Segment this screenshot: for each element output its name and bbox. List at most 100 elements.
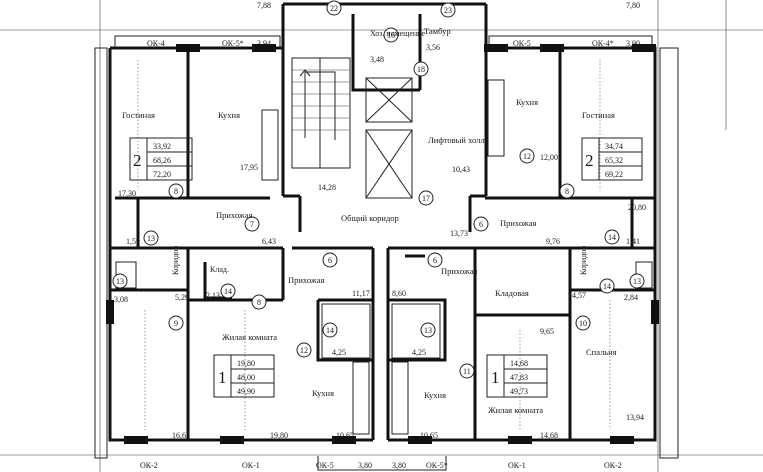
room-prihozh-bottom-left: Прихожая <box>288 275 325 285</box>
apt-tl-rooms: 2 <box>133 151 142 170</box>
area-6-43: 6,43 <box>262 237 276 246</box>
room-gostinaya-left: Гостиная <box>122 110 155 120</box>
apt-br-rooms: 1 <box>491 368 500 387</box>
area-11-17: 11,17 <box>352 289 370 298</box>
area-20-80: 20,80 <box>628 203 646 212</box>
area-3-08: 3,08 <box>114 295 128 304</box>
balconies <box>114 35 653 471</box>
axis-mark-23: 23 <box>444 6 452 15</box>
apartment-bl: 1 19,80 48,00 49,90 <box>218 359 255 396</box>
label-ok5-top-right: ОК-5 <box>513 39 531 48</box>
apartment-br: 1 14,68 47,83 49,73 <box>491 359 528 396</box>
apt-tl-area-b: 68,26 <box>153 156 171 165</box>
room-zhil-right: Жилая комната <box>488 405 543 415</box>
interior-walls <box>110 14 655 440</box>
room-names: Гостиная Кухня Прихожая Коридор Клад. Пр… <box>122 26 617 415</box>
apartment-tr: 2 34,74 65,32 69,22 <box>585 142 623 179</box>
room-tambur: Тамбур <box>424 26 451 36</box>
label-ok2-bottom-right: ОК-2 <box>604 461 622 470</box>
area-10-43: 10,43 <box>452 165 470 174</box>
area-17-95: 17,95 <box>240 163 258 172</box>
apt-br-area-c: 49,73 <box>510 387 528 396</box>
balcony-area-tr-top: 7,80 <box>626 1 640 10</box>
marker-12-left: 12 <box>300 346 308 355</box>
label-ok4s-top-right: ОК-4* <box>592 39 614 48</box>
marker-14-bath-far-right: 14 <box>603 282 611 291</box>
apt-br-area-b: 47,83 <box>510 373 528 382</box>
apt-tr-rooms: 2 <box>585 151 594 170</box>
room-prihozh-top-right: Прихожая <box>500 218 537 228</box>
room-kuhnya-bottom-right: Кухня <box>424 390 446 400</box>
balcony-area-tl-bottom: 3,94 <box>257 39 271 48</box>
area-14-68: 14,68 <box>540 431 558 440</box>
marker-13-bath-right: 13 <box>424 326 432 335</box>
staircase <box>291 57 351 169</box>
area-3-48: 3,48 <box>370 55 384 64</box>
area-8-60: 8,60 <box>392 289 406 298</box>
marker-12-right: 12 <box>523 152 531 161</box>
window-labels: ОК-4 ОК-5* ОК-5 ОК-4* ОК-2 ОК-1 ОК-5 ОК-… <box>140 39 622 470</box>
area-values: 14,28 17,95 17,30 1,59 6,43 3,08 5,29 2,… <box>114 43 646 440</box>
marker-10: 10 <box>579 319 587 328</box>
elevator-shafts <box>365 77 413 199</box>
area-17-30: 17,30 <box>118 189 136 198</box>
marker-numbers: 16 18 17 8 8 13 14 7 6 6 6 9 10 11 12 12… <box>116 31 641 376</box>
area-2-84: 2,84 <box>624 293 638 302</box>
area-4-57: 4,57 <box>572 291 586 300</box>
area-13-94: 13,94 <box>626 413 644 422</box>
room-kuhnya-top-right: Кухня <box>516 97 538 107</box>
label-ok5-bottom: ОК-5 <box>316 461 334 470</box>
room-gostinaya-right: Гостиная <box>582 110 615 120</box>
area-16-62: 16,62 <box>172 431 190 440</box>
area-1-41: 1,41 <box>626 237 640 246</box>
apt-tr-area-b: 65,32 <box>605 156 623 165</box>
balcony-areas: 7,88 3,94 7,80 3,90 3,80 3,80 <box>257 1 640 470</box>
marker-17: 17 <box>422 194 430 203</box>
marker-14-bath-left: 14 <box>326 326 334 335</box>
area-12-00: 12,00 <box>540 153 558 162</box>
room-kuhnya-top-left: Кухня <box>218 110 240 120</box>
room-lift-hall: Лифтовый холл <box>428 135 485 145</box>
area-19-80: 19,80 <box>270 431 288 440</box>
marker-6-center: 6 <box>433 256 437 265</box>
apartment-tl: 2 33,92 68,26 72,20 <box>133 142 171 179</box>
room-kuhnya-bottom-left: Кухня <box>312 388 334 398</box>
label-ok1-bottom-left: ОК-1 <box>242 461 260 470</box>
area-13-73: 13,73 <box>450 229 468 238</box>
room-klad-left: Клад. <box>210 265 229 274</box>
label-ok1-bottom-right: ОК-1 <box>508 461 526 470</box>
marker-8-top-left: 8 <box>174 187 178 196</box>
marker-6-right: 6 <box>479 220 483 229</box>
area-3-56: 3,56 <box>426 43 440 52</box>
marker-14-klad: 14 <box>224 287 232 296</box>
marker-13-far-right: 13 <box>633 277 641 286</box>
marker-13-left: 13 <box>147 234 155 243</box>
kitchen-fixtures <box>115 79 653 435</box>
label-ok2-bottom-left: ОК-2 <box>140 461 158 470</box>
area-9-76: 9,76 <box>546 237 560 246</box>
apt-bl-area-a: 19,80 <box>237 359 255 368</box>
area-4-25-left: 4,25 <box>332 348 346 357</box>
apt-tr-area-a: 34,74 <box>605 142 623 151</box>
windows <box>106 44 659 444</box>
guide-lines <box>137 60 611 430</box>
room-spalnya: Спальня <box>586 347 617 357</box>
room-kladovaya: Кладовая <box>495 288 529 298</box>
apt-tl-area-a: 33,92 <box>153 142 171 151</box>
area-10-65-left: 10,65 <box>336 431 354 440</box>
marker-8-top-right: 8 <box>565 187 569 196</box>
apt-tl-area-c: 72,20 <box>153 170 171 179</box>
label-ok5s-top-left: ОК-5* <box>222 39 244 48</box>
room-zhil-left: Жилая комната <box>222 332 277 342</box>
room-obsh-koridor: Общий коридор <box>341 213 399 223</box>
marker-13-bath-far-left: 13 <box>116 277 124 286</box>
label-ok4-top-left: ОК-4 <box>147 39 165 48</box>
room-koridor-left: Коридор <box>171 246 180 275</box>
label-ok5s-bottom: ОК-5* <box>426 461 448 470</box>
marker-18: 18 <box>417 65 425 74</box>
marker-7: 7 <box>250 220 254 229</box>
marker-14-right: 14 <box>608 233 616 242</box>
apt-br-area-a: 14,68 <box>510 359 528 368</box>
